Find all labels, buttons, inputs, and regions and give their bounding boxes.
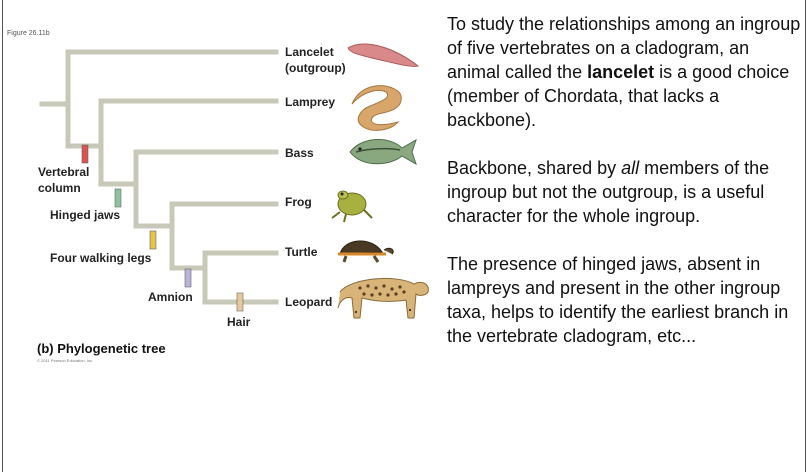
character-label-vertebral-column-1: Vertebral bbox=[38, 165, 89, 179]
character-bar-hinged-jaws bbox=[114, 188, 122, 208]
character-label-amnion: Amnion bbox=[148, 290, 193, 304]
paragraph-hinged-jaws: The presence of hinged jaws, absent in l… bbox=[447, 254, 789, 346]
turtle-icon bbox=[338, 240, 394, 263]
character-label-hair: Hair bbox=[227, 315, 251, 329]
taxon-label-turtle: Turtle bbox=[285, 245, 318, 259]
leopard-icon bbox=[337, 277, 429, 319]
character-label-four-walking-legs: Four walking legs bbox=[50, 251, 152, 265]
taxon-label-leopard: Leopard bbox=[285, 295, 332, 309]
figure-copyright: © 2011 Pearson Education, Inc. bbox=[37, 358, 94, 363]
taxon-label-lamprey: Lamprey bbox=[285, 95, 335, 109]
figure-label: Figure 26.11b bbox=[7, 30, 50, 37]
bass-fish-icon bbox=[349, 138, 417, 166]
taxon-label-lancelet: Lancelet bbox=[285, 45, 334, 59]
character-label-hinged-jaws: Hinged jaws bbox=[50, 208, 120, 222]
character-bar-amnion bbox=[184, 268, 192, 288]
figure-caption: (b) Phylogenetic tree bbox=[37, 341, 166, 356]
taxon-label-lancelet-outgroup: (outgroup) bbox=[285, 61, 346, 75]
paragraph-lancelet: To study the relationships among an ingr… bbox=[447, 14, 801, 130]
lamprey-icon bbox=[351, 85, 402, 131]
explanation-text: To study the relationships among an ingr… bbox=[447, 12, 805, 372]
frog-icon bbox=[331, 190, 373, 223]
taxon-label-frog: Frog bbox=[285, 195, 312, 209]
italic-all: all bbox=[621, 158, 640, 178]
phylogenetic-tree: Vertebral column Hinged jaws Four walkin… bbox=[38, 43, 429, 329]
character-bar-hair bbox=[236, 292, 244, 312]
character-label-vertebral-column-2: column bbox=[38, 181, 81, 195]
character-bar-four-walking-legs bbox=[149, 230, 157, 250]
lancelet-icon bbox=[347, 43, 420, 67]
taxon-label-bass: Bass bbox=[285, 146, 314, 160]
bold-lancelet: lancelet bbox=[587, 62, 655, 82]
paragraph-backbone: Backbone, shared by all members of the i… bbox=[447, 158, 770, 226]
character-bar-vertebral-column bbox=[81, 144, 89, 164]
